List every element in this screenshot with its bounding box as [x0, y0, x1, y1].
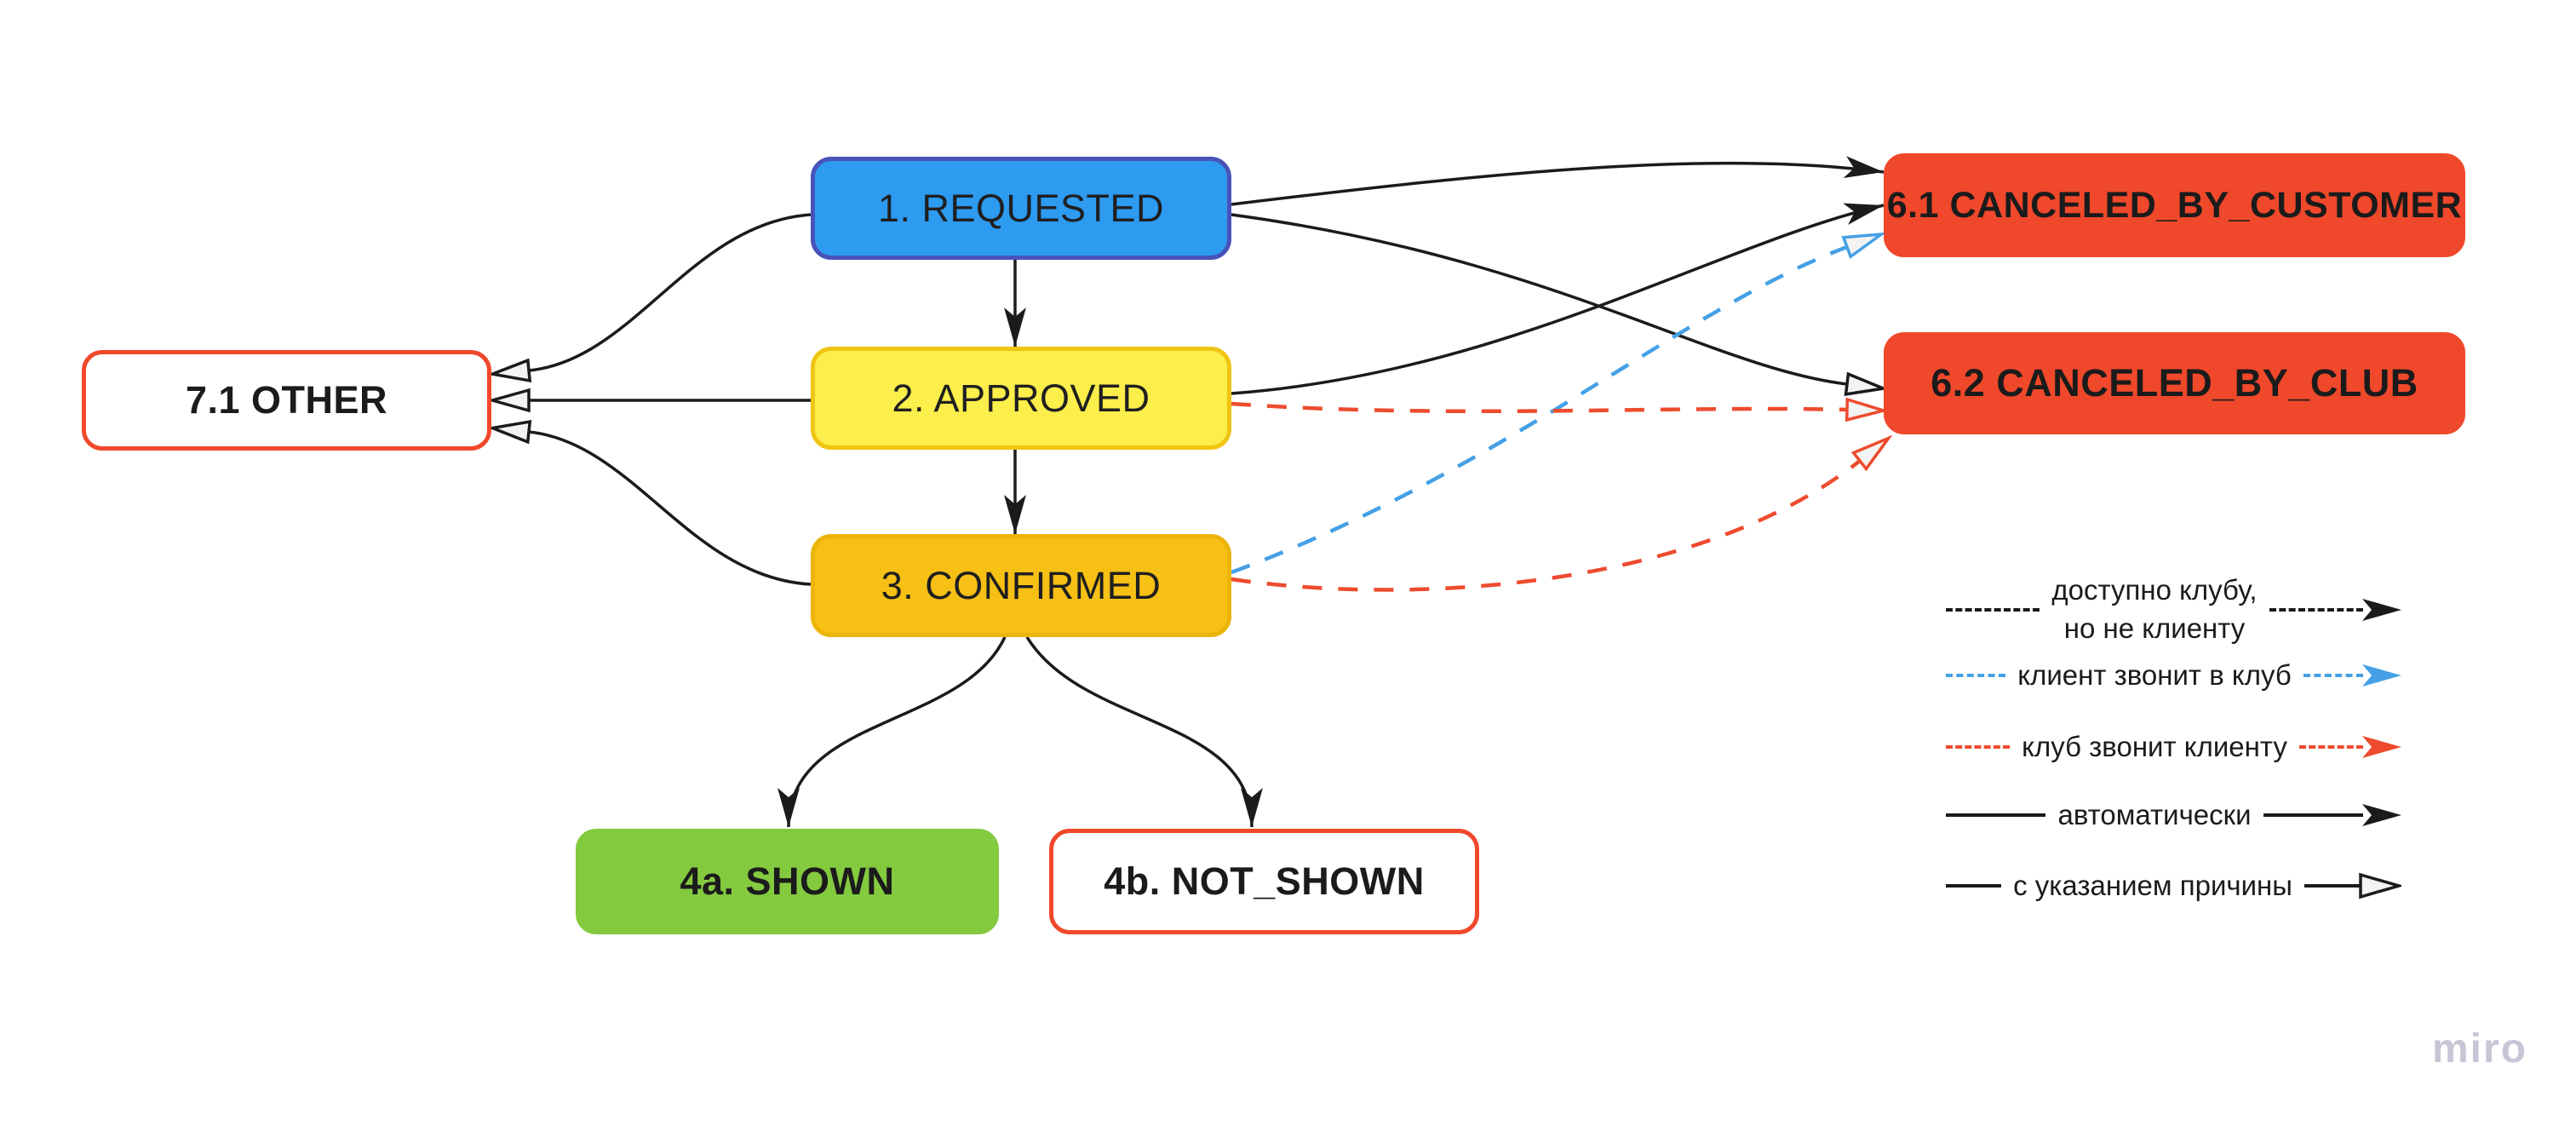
node-canceled-by-club[interactable]: 6.2 CANCELED_BY_CLUB [1884, 332, 2465, 434]
edge-confirmed-canceled-by-club-red [1231, 461, 1860, 592]
legend-line-right [2303, 884, 2361, 888]
node-label: 6.2 CANCELED_BY_CLUB [1931, 361, 2418, 405]
legend-label: доступно клубу, но не клиенту [2051, 574, 2258, 644]
legend-label: автоматически [2057, 798, 2252, 830]
miro-watermark: miro [2432, 1026, 2528, 1071]
edge-confirmed-shown [777, 636, 1007, 828]
legend-line-right [2298, 745, 2363, 749]
edge-confirmed-other [529, 432, 812, 586]
edge-confirmed-not-shown [1025, 636, 1263, 828]
legend-line-right [2269, 608, 2363, 612]
node-label: 4a. SHOWN [680, 859, 895, 903]
node-shown[interactable]: 4a. SHOWN [576, 829, 999, 934]
legend-line-right [2303, 674, 2364, 677]
node-label: 4b. NOT_SHOWN [1104, 859, 1425, 903]
legend-line-left [1946, 884, 2002, 888]
legend-label: клиент звонит в клуб [2017, 658, 2292, 691]
edge-requested-canceled-by-customer [1231, 156, 1885, 206]
open-arrowhead-icon [2359, 872, 2402, 899]
edge-approved-canceled-by-customer [1231, 203, 1885, 395]
legend-line-left [1946, 813, 2046, 817]
filled-arrowhead-icon [2362, 664, 2402, 687]
legend-line-left [1946, 745, 2011, 749]
legend-item-club-only: доступно клубу, но не клиенту [1946, 571, 2401, 649]
legend-item-automatic: автоматически [1946, 796, 2402, 834]
node-label: 7.1 OTHER [185, 378, 388, 422]
edge-requested-canceled-by-club [1231, 213, 1847, 384]
edge-approved-canceled-by-club-red [1231, 404, 1847, 411]
node-requested[interactable]: 1. REQUESTED [811, 157, 1231, 260]
legend-label: с указанием причины [2013, 869, 2292, 901]
legend: доступно клубу, но не клиенту клиент зво… [1946, 558, 2402, 924]
node-canceled-by-customer[interactable]: 6.1 CANCELED_BY_CUSTOMER [1884, 153, 2465, 257]
node-not-shown[interactable]: 4b. NOT_SHOWN [1049, 829, 1479, 934]
legend-line-left [1946, 674, 2006, 677]
edge-requested-other [529, 213, 812, 371]
legend-label: клуб звонит клиенту [2022, 730, 2287, 762]
node-label: 3. CONFIRMED [881, 563, 1162, 607]
filled-arrowhead-icon [2362, 736, 2401, 758]
legend-item-with-reason: с указанием причины [1946, 867, 2402, 905]
filled-arrowhead-icon [2362, 804, 2402, 826]
node-label: 1. REQUESTED [877, 186, 1165, 230]
legend-line-left [1946, 608, 2040, 612]
legend-line-right [2263, 813, 2364, 817]
legend-item-client-calls-club: клиент звонит в клуб [1946, 657, 2402, 694]
node-confirmed[interactable]: 3. CONFIRMED [811, 534, 1231, 637]
node-approved[interactable]: 2. APPROVED [811, 347, 1231, 450]
node-label: 2. APPROVED [892, 376, 1150, 420]
node-other[interactable]: 7.1 OTHER [82, 350, 491, 451]
edge-confirmed-canceled-by-customer-blue [1231, 247, 1847, 575]
legend-item-club-calls-client: клуб звонит клиенту [1946, 728, 2401, 766]
node-label: 6.1 CANCELED_BY_CUSTOMER [1886, 184, 2463, 226]
filled-arrowhead-icon [2362, 599, 2401, 621]
